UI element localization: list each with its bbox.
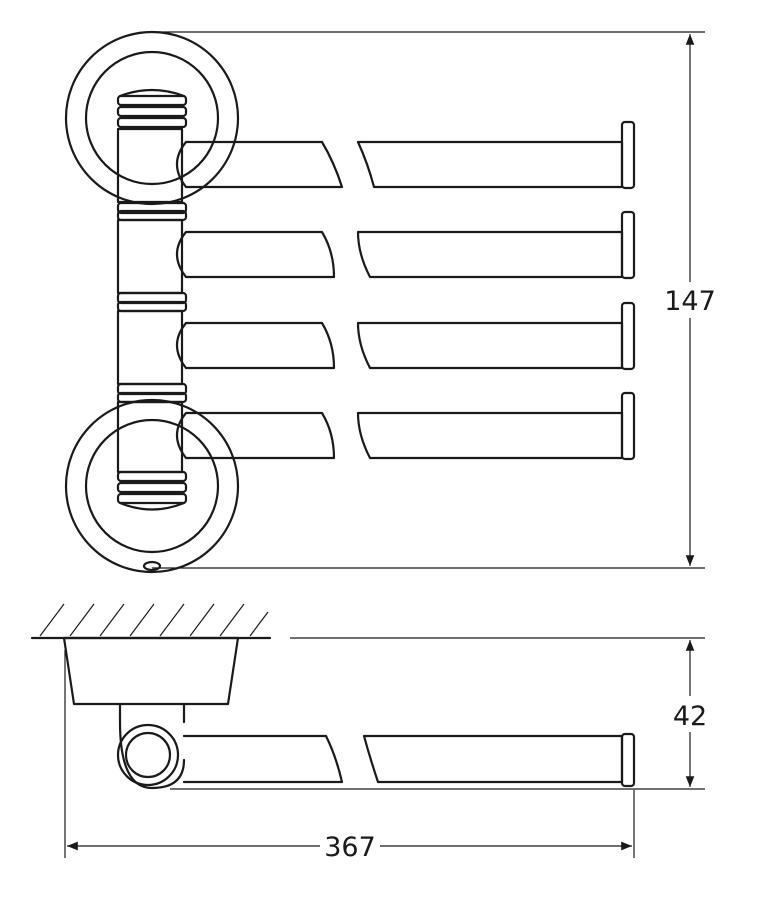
front-view: 147: [64, 30, 716, 574]
height-label: 147: [664, 286, 716, 317]
swing-bar-4: [175, 391, 636, 461]
side-bar: [182, 732, 636, 788]
wall-hatching: [30, 603, 272, 640]
depth-label: 42: [673, 701, 707, 732]
side-view: 42 367: [30, 603, 707, 863]
swing-bar-3: [175, 301, 636, 371]
swing-bar-2: [175, 210, 636, 280]
length-label: 367: [324, 832, 376, 863]
side-wall-mount: [62, 636, 240, 790]
length-dimension: 367: [64, 650, 635, 863]
height-dimension: 147: [152, 31, 716, 569]
bottom-wall-plate: [64, 398, 240, 574]
depth-dimension: 42: [170, 637, 707, 790]
swing-bar-1: [175, 120, 636, 190]
hinge-column: [116, 88, 188, 511]
